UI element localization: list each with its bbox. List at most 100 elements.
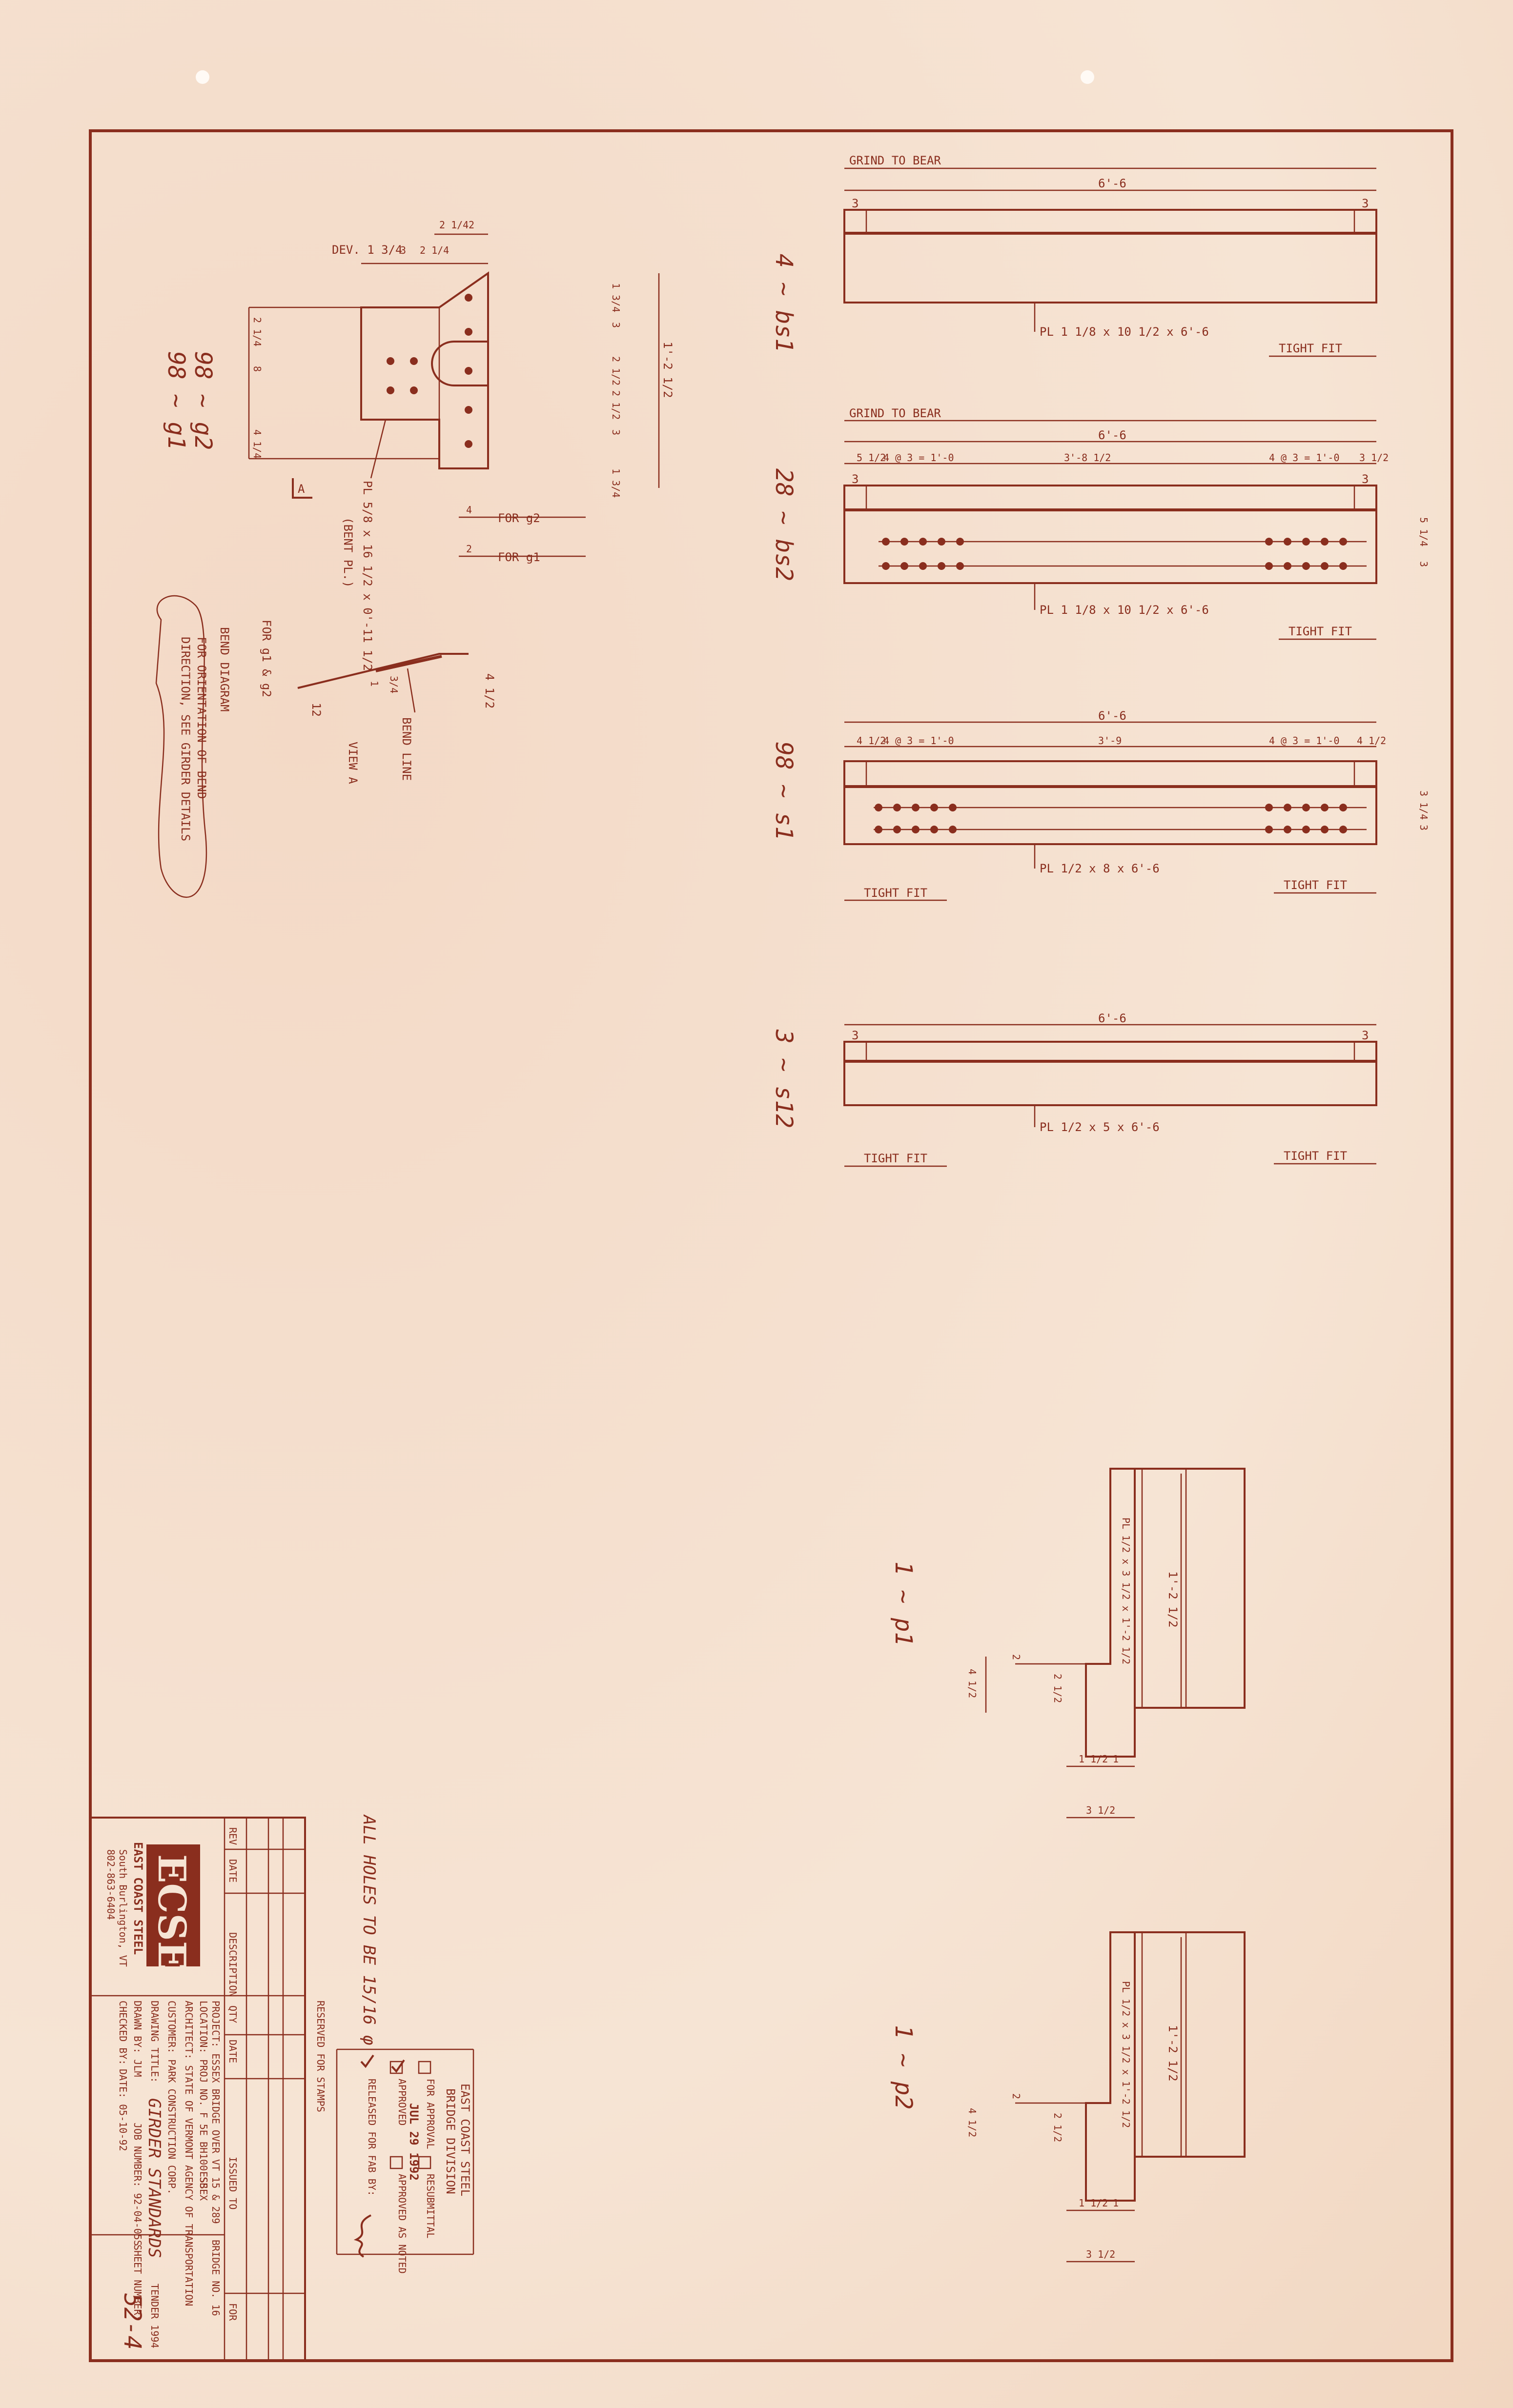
bolt-hole [930,826,938,833]
stiffener-mark: 28 ~ bs2 [770,468,797,581]
dev-dim: DEV. 1 3/4 [332,243,403,257]
plate-callout: PL 1/2 x 8 x 6'-6 [1040,862,1160,875]
svg-text:FOR APPROVAL: FOR APPROVAL [425,2079,436,2149]
svg-text:3 1/2: 3 1/2 [1359,452,1389,464]
svg-text:2 1/2: 2 1/2 [610,356,622,385]
svg-text:3 1/4: 3 1/4 [1418,790,1430,820]
svg-text:4 1/2: 4 1/2 [857,735,886,747]
bolt-hole [1302,826,1310,833]
bolt-holes-right [1265,804,1347,833]
svg-text:3: 3 [1418,561,1430,567]
bolt-hole [875,826,882,833]
holes-note: ALL HOLES TO BE 15/16 φ [359,1814,379,2045]
bolt-hole [912,826,920,833]
svg-text:2 1/4: 2 1/4 [251,317,263,346]
svg-text:4 1/2: 4 1/2 [966,2108,978,2137]
section-a-label: A [298,482,305,496]
bolt-holes-right [1265,538,1347,570]
plate-callout: PL 1/2 x 3 1/2 x 1'-2 1/2 [1120,1518,1132,1664]
stamp-date: JUL 29 1992 [407,2103,421,2181]
bolt-hole [1321,562,1329,570]
stiffener-mark: 98 ~ s1 [770,742,797,840]
bolt-hole [882,538,890,546]
bolt-holes-left [875,804,957,833]
svg-text:2: 2 [466,543,472,555]
bolt-hole [465,367,472,375]
svg-text:DRAWING TITLE:: DRAWING TITLE: [149,2001,161,2083]
grind-note: GRIND TO BEAR [849,406,941,420]
bolt-hole [410,357,418,365]
project-line: PROJECT: ESSEX BRIDGE OVER VT 15 & 289 [210,2001,222,2224]
bolt-holes [387,294,472,448]
bolt-hole [1265,538,1273,546]
svg-text:2 1/2: 2 1/2 [610,390,622,420]
plate-callout: PL 1/2 x 3 1/2 x 1'-2 1/2 [1120,1981,1132,2128]
svg-text:5 1/2: 5 1/2 [857,452,886,464]
svg-text:3: 3 [610,429,622,435]
sheet-number: 52-4 [119,2293,146,2350]
location-line: LOCATION: PROJ NO. F 5E BH100 SB [198,2001,209,2188]
bolt-hole [1284,538,1291,546]
punch-hole-left [196,70,209,84]
bolt-hole [900,562,908,570]
svg-text:1: 1 [368,681,380,687]
stiffener-bs2: 28 ~ bs2 GRIND TO BEAR 6'-6 5 1/2 4 @ 3 … [770,406,1430,640]
svg-text:EAST COAST STEEL: EAST COAST STEEL [458,2084,472,2196]
svg-text:1 1/2: 1 1/2 [1079,1753,1108,1765]
bolt-hole [1265,826,1273,833]
stiffener-mark: 4 ~ bs1 [770,254,797,352]
punch-hole-right [1081,70,1094,84]
bolt-hole [1321,804,1329,811]
bolt-hole [919,538,927,546]
svg-text:1 3/4: 1 3/4 [610,468,622,498]
svg-text:DRAWN BY: JLM: DRAWN BY: JLM [132,2001,143,2077]
reserved-stamps: RESERVED FOR STAMPS [315,2001,327,2112]
tight-fit-note: TIGHT FIT [1288,625,1352,638]
svg-text:802-863-6404: 802-863-6404 [105,1849,117,1920]
approval-stamp: EAST COAST STEEL BRIDGE DIVISION FOR APP… [336,2048,474,2274]
bolt-hole [410,386,418,394]
bend-diagram: 4 1/2 3/4 1 12 BEND LINE VIEW A FOR g1 &… [155,595,496,898]
orientation-line-1: FOR ORIENTATION OF BEND [195,637,208,799]
gusset-plate-detail: 98 ~ g1 98 ~ g2 DEV. 1 3/4 3 2 1/4 2 1/4… [163,219,675,671]
svg-text:QTY: QTY [227,2005,239,2023]
svg-text:2: 2 [1010,2093,1022,2099]
svg-text:3: 3 [852,472,859,486]
svg-text:8: 8 [251,366,263,372]
plate-callout: PL 1 1/8 x 10 1/2 x 6'-6 [1040,603,1209,617]
title-block: REV DATE DESCRIPTION QTY DATE ISSUED TO … [89,1817,327,2362]
svg-text:4 1/4: 4 1/4 [251,429,263,459]
bolt-hole [1321,826,1329,833]
svg-text:3: 3 [610,322,622,328]
drawing-title: GIRDER STANDARDS [144,2098,164,2258]
svg-text:1: 1 [1113,1753,1119,1765]
gusset-mark-g2: 98 ~ g2 [189,351,217,450]
overall-dim: 1'-2 1/2 [661,342,675,398]
bolt-hole [919,562,927,570]
bend-diagram-title: BEND DIAGRAM [218,627,231,711]
bridge-no: BRIDGE NO. 16 [210,2240,222,2316]
bolt-hole [1321,538,1329,546]
svg-text:CHECKED BY:: CHECKED BY: [117,2001,129,2065]
svg-text:RELEASED FOR FAB BY:: RELEASED FOR FAB BY: [366,2079,378,2196]
svg-text:ESSEX: ESSEX [198,2171,209,2201]
end-dim-left: 3 [852,197,859,210]
svg-text:DATE: DATE [227,1859,239,1882]
stiffener-s12: 3 ~ s12 6'-6 3 3 PL 1/2 x 5 x 6'-6 TIGHT… [770,1012,1377,1167]
svg-text:3: 3 [1418,825,1430,830]
svg-text:South Burlington, VT: South Burlington, VT [117,1849,129,1967]
length-dim: 6'-6 [1098,177,1126,190]
svg-text:4: 4 [466,504,472,516]
bolt-hole [1302,562,1310,570]
bolt-hole [1339,562,1347,570]
tight-fit-left: TIGHT FIT [864,1152,927,1165]
plate-mark: 1 ~ p2 [890,2025,917,2109]
bent-note: (BENT PL.) [341,517,355,588]
bolt-hole [875,804,882,811]
length-dim: 6'-6 [1098,428,1126,442]
bolt-hole [949,826,957,833]
bolt-hole [956,562,964,570]
svg-text:1 3/4: 1 3/4 [610,283,622,312]
grind-note: GRIND TO BEAR [849,154,941,167]
for-g1-g2-note: FOR g1 & g2 [260,620,273,697]
